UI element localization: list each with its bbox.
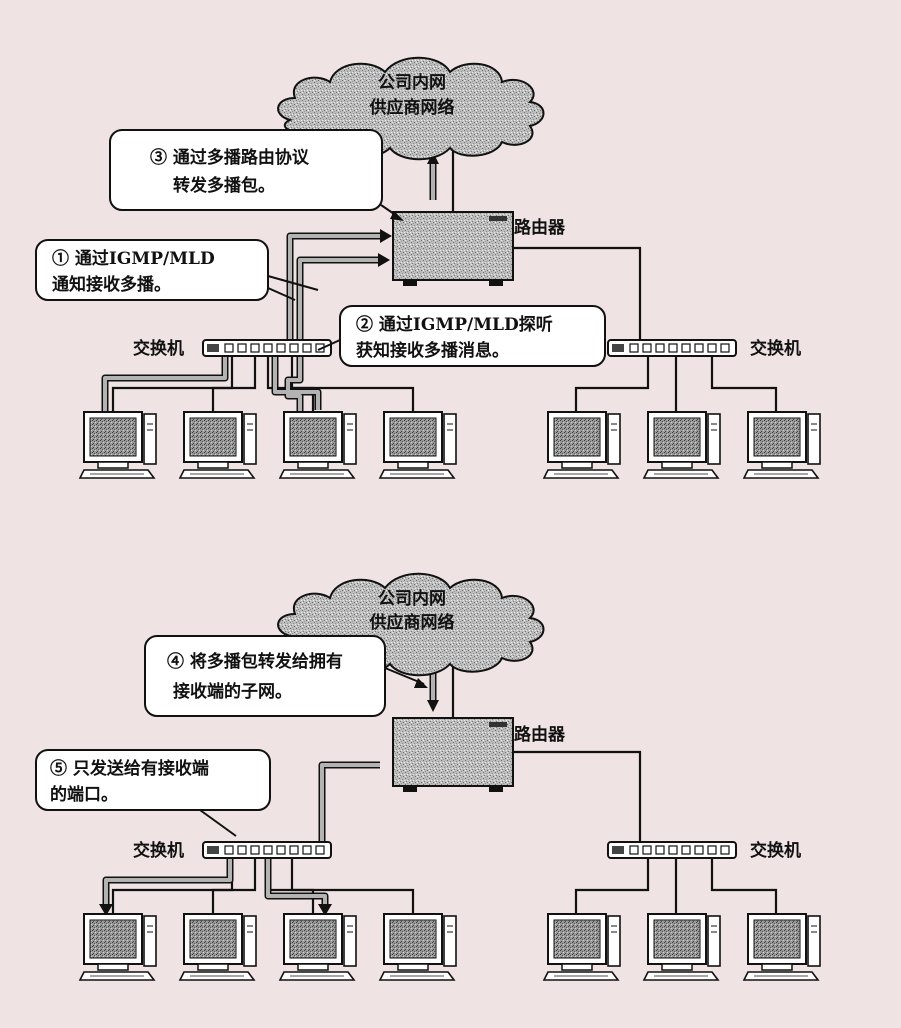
computer-icon [543,411,621,479]
switch-left-icon [202,339,332,357]
router-icon [392,717,514,793]
callout-3: ③ 通过多播路由协议 转发多播包。 [109,129,404,221]
callout-4: ④ 将多播包转发给拥有 接收端的子网。 [144,635,428,717]
switch-left-label: 交换机 [133,840,184,861]
callout-1-line2: 通知接收多播。 [52,274,171,295]
computer-icon [79,913,157,981]
cloud-label-line2: 供应商网络 [369,612,455,633]
callout-1: ① 通过IGMP/MLD 通知接收多播。 [35,239,319,301]
callout-2-line2: 获知接收多播消息。 [356,340,509,361]
callout-3-line1: ③ 通过多播路由协议 [150,147,310,168]
computer-icon [79,411,157,479]
router-label: 路由器 [514,217,566,238]
diagram-top: 公司内网 供应商网络 路由器 交换机 交换机 ③ 通过多播路由协议 转发多播包。… [35,56,821,479]
callout-5-line1: ⑤ 只发送给有接收端 [50,758,209,779]
computer-icon [743,913,821,981]
computer-icon [279,913,357,981]
computer-icon [179,913,257,981]
router-icon [392,211,514,287]
computer-icon [379,913,457,981]
switch-right-icon [607,841,737,859]
callout-4-line2: 接收端的子网。 [173,681,292,702]
cloud-label-line1: 公司内网 [378,72,446,93]
computer-icon [179,411,257,479]
callout-4-line1: ④ 将多播包转发给拥有 [167,651,343,672]
cloud-label-line1: 公司内网 [378,588,446,609]
switch-right-icon [607,339,737,357]
router-label: 路由器 [514,724,566,745]
switch-left-label: 交换机 [133,338,184,359]
switch-right-label: 交换机 [750,338,801,359]
cloud-label-line2: 供应商网络 [369,97,455,118]
switch-right-label: 交换机 [750,840,801,861]
callout-5: ⑤ 只发送给有接收端 的端口。 [35,749,271,837]
callout-5-line2: 的端口。 [50,784,118,805]
computer-icon [643,411,721,479]
switch-left-icon [202,841,332,859]
callout-2-line1: ② 通过IGMP/MLD探听 [356,314,553,335]
callout-2: ② 通过IGMP/MLD探听 获知接收多播消息。 [317,305,606,367]
computer-icon [643,913,721,981]
computer-icon [543,913,621,981]
diagram-bottom: 公司内网 供应商网络 路由器 交换机 交换机 ④ 将多播包转发给拥有 接收端的子… [35,572,821,981]
callout-3-line2: 转发多播包。 [173,175,275,196]
computer-icon [279,411,357,479]
callout-1-line1: ① 通过IGMP/MLD [52,248,215,269]
computer-icon [743,411,821,479]
computer-icon [379,411,457,479]
